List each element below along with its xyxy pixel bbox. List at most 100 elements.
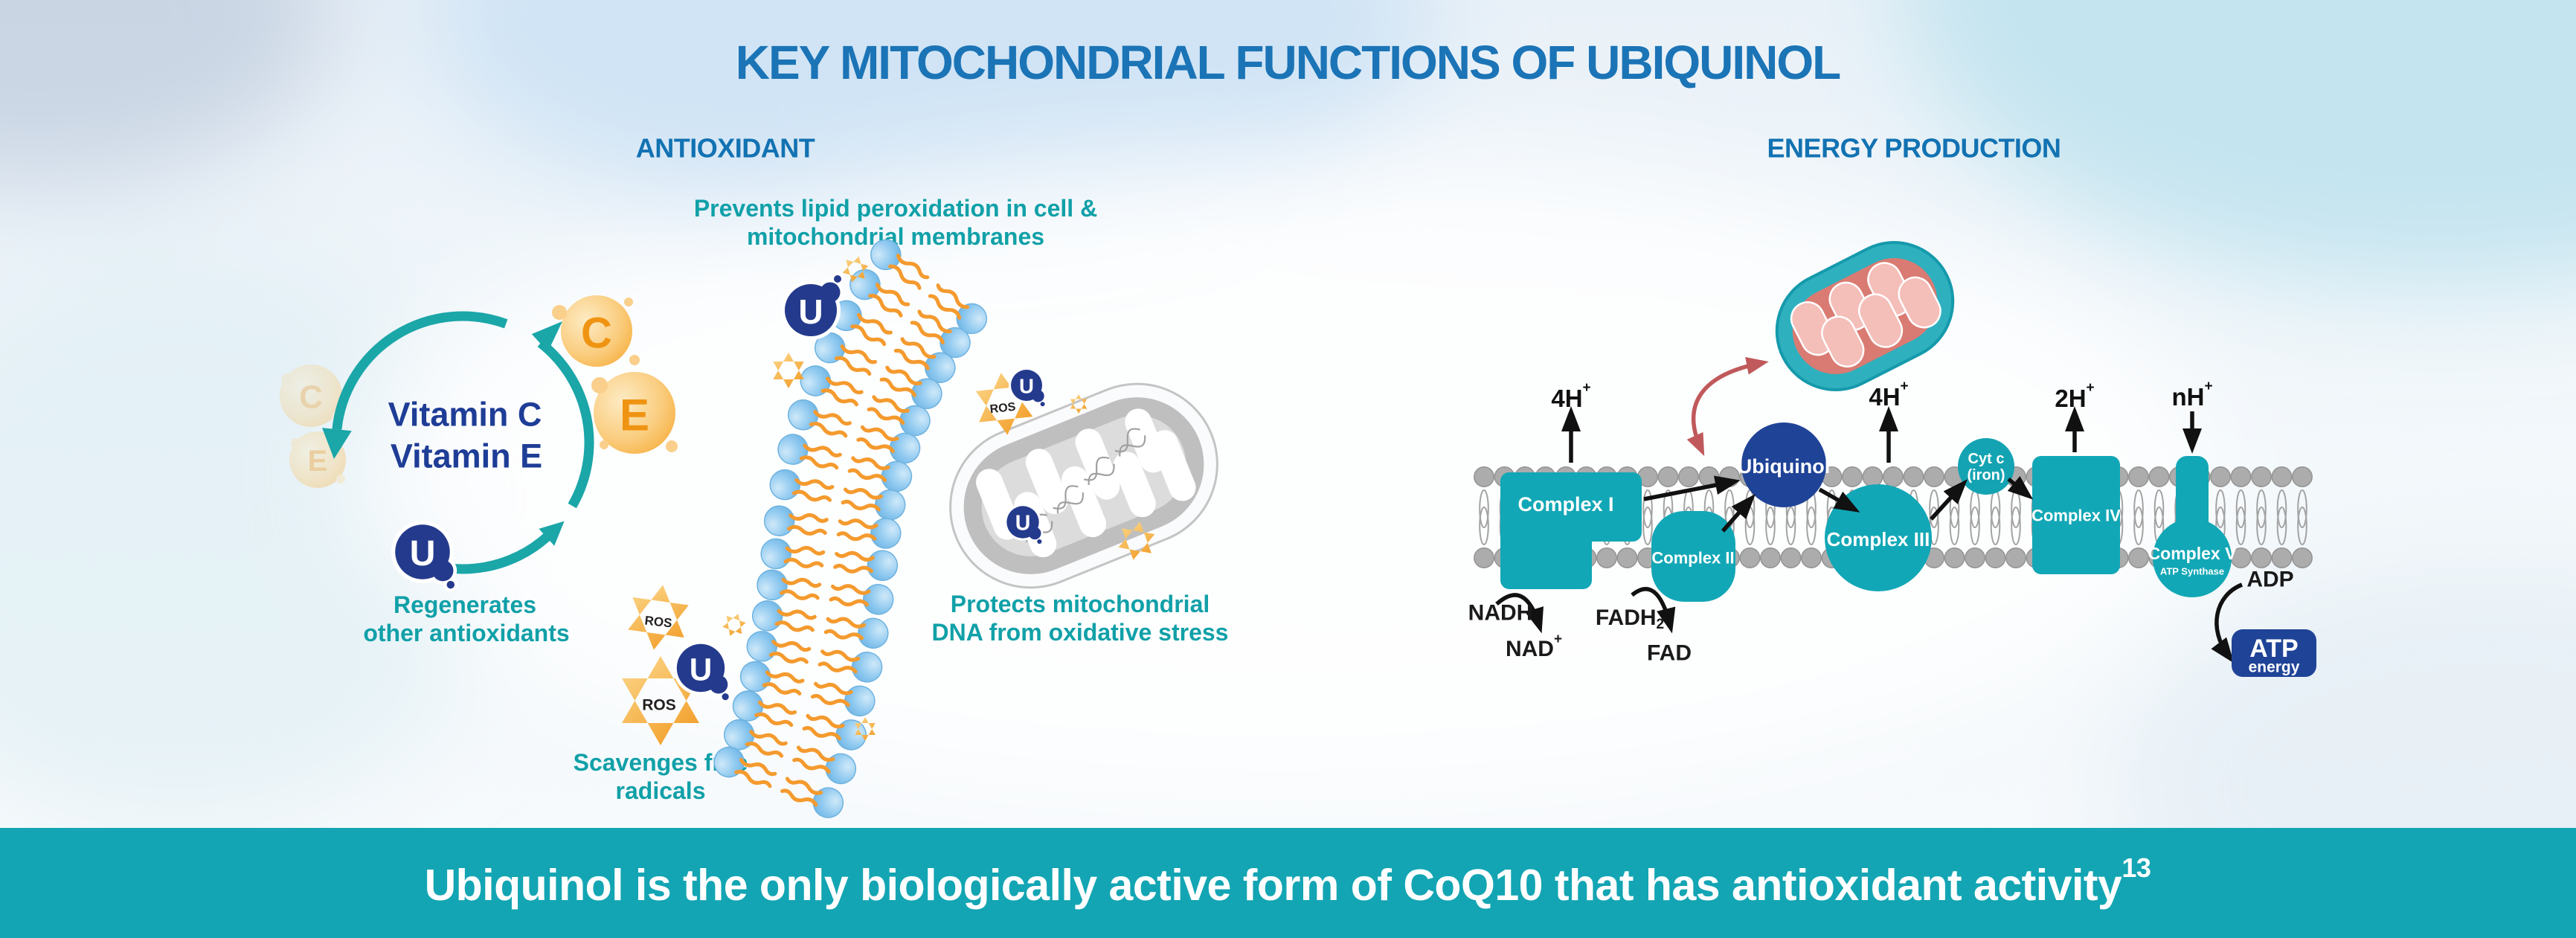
- lipid-head-icon: [2271, 466, 2293, 487]
- lipid-tail-icon: [1479, 507, 1489, 545]
- lipid-unit-icon: [757, 569, 822, 601]
- lipid-unit-icon: [893, 337, 956, 383]
- lipid-head-icon: [2230, 466, 2252, 487]
- lipid-unit-icon: [732, 690, 797, 727]
- lipid-unit-icon: [713, 746, 777, 788]
- svg-text:C: C: [581, 309, 612, 358]
- caption-prevents-line1: Prevents lipid peroxidation in cell &: [694, 195, 1097, 222]
- svg-text:E: E: [308, 445, 328, 478]
- lipid-unit-icon: [810, 681, 876, 717]
- caption-regenerates-line1: Regenerates: [394, 591, 536, 618]
- lipid-head-icon: [1883, 466, 1904, 487]
- section-heading-antioxidant: ANTIOXIDANT: [636, 133, 815, 164]
- lipid-unit-icon: [833, 550, 899, 582]
- complex-4-label: Complex IV: [2031, 507, 2121, 525]
- cycle-arrowheads-icon: [322, 321, 565, 546]
- lipid-unit-icon: [814, 332, 878, 376]
- lipid-head-icon: [1596, 547, 1617, 568]
- lipid-tail-icon: [1479, 489, 1489, 528]
- ubiquinol-letter: U: [798, 292, 823, 331]
- vitamin-e-label: Vitamin E: [391, 437, 542, 475]
- lipid-unit-icon: [787, 399, 852, 438]
- lipid-head-icon: [2128, 466, 2149, 487]
- lipid-head-icon: [1657, 466, 1679, 487]
- adp-label: ADP: [2246, 568, 2293, 592]
- caption-scavenges-line2: radicals: [616, 777, 706, 804]
- lipid-tail-icon: [2256, 489, 2267, 528]
- footer-banner: Ubiquinol is the only biologically activ…: [0, 828, 2576, 938]
- lipid-tail-icon: [2276, 507, 2287, 545]
- lipid-unit-icon: [763, 505, 829, 536]
- nad-label: NAD+: [1506, 632, 1562, 661]
- vitamin-c-bubble: C: [552, 295, 640, 367]
- lipid-head-icon: [1842, 466, 1863, 487]
- lipid-head-icon: [1985, 547, 2006, 568]
- ubiquinol-letter: U: [1015, 511, 1031, 535]
- complex-4-shape: [2032, 456, 2120, 574]
- ubiquinol-logo-icon: U: [1009, 367, 1047, 408]
- lipid-unit-icon: [836, 518, 902, 549]
- atp-energy-badge: ATP energy: [2232, 629, 2316, 677]
- zoom-link-arrow-icon: [1686, 357, 1769, 457]
- lipid-tail-icon: [1642, 489, 1653, 528]
- proton-label-4h-complex3: 4H+: [1869, 379, 1908, 411]
- lipid-unit-icon: [818, 649, 883, 683]
- svg-text:E: E: [620, 391, 649, 440]
- lipid-head-icon: [2271, 547, 2293, 568]
- nadh-label: NADH: [1468, 601, 1533, 626]
- lipid-head-icon: [2148, 466, 2170, 487]
- lipid-unit-icon: [867, 395, 931, 437]
- lipid-unit-icon: [777, 434, 842, 470]
- ubiquinol-label: Ubiquinol: [1738, 455, 1830, 478]
- ubiquinol-letter: U: [1019, 375, 1034, 398]
- cytochrome-c-node: [1958, 438, 2014, 495]
- lipid-head-icon: [1474, 547, 1494, 568]
- lipid-unit-icon: [780, 777, 844, 818]
- caption-protects-line1: Protects mitochondrial: [951, 591, 1210, 617]
- lipid-head-icon: [1965, 547, 1985, 568]
- lipid-head-icon: [2251, 466, 2272, 487]
- lipid-unit-icon: [792, 745, 857, 785]
- cytc-label-line2: (iron): [1967, 467, 2005, 484]
- lipid-unit-icon: [823, 617, 889, 649]
- fadh2-label: FADH2: [1596, 605, 1664, 632]
- lipid-tail-icon: [2235, 489, 2246, 528]
- atp-synthase-label: ATP Synthase: [2160, 566, 2224, 577]
- complex-1-shape: [1500, 472, 1642, 589]
- atp-label: ATP: [2249, 635, 2298, 663]
- lipid-unit-icon: [829, 584, 894, 615]
- ros-label: ROS: [989, 401, 1017, 417]
- vitamin-e-bubble: E: [591, 372, 678, 454]
- complex-2-label: Complex II: [1651, 549, 1734, 568]
- lipid-tail-icon: [1765, 507, 1776, 545]
- lipid-head-icon: [2251, 547, 2272, 568]
- ubiquinol-logo-icon: U: [391, 521, 458, 592]
- complex-5-stalk: [2176, 456, 2209, 538]
- complex-5-label: Complex V: [2148, 544, 2238, 563]
- lipid-head-icon: [1780, 547, 1802, 568]
- lipid-head-icon: [1616, 547, 1638, 568]
- lipid-head-icon: [2292, 466, 2313, 487]
- ubiquinol-badges-layer: U U U U U: [391, 272, 1047, 703]
- lipid-tail-icon: [2011, 507, 2021, 545]
- caption-regenerates-line2: other antioxidants: [363, 620, 569, 646]
- page-title: KEY MITOCHONDRIAL FUNCTIONS OF UBIQUINOL: [736, 36, 1840, 89]
- lipid-bilayer-illustration: [713, 239, 988, 818]
- atp-energy-label: energy: [2249, 659, 2300, 676]
- cristae-icon: [1790, 262, 1941, 368]
- fad-label: FAD: [1647, 641, 1692, 666]
- lipid-tail-icon: [2256, 507, 2267, 545]
- lipid-unit-icon: [910, 309, 971, 359]
- proton-label-4h-complex1: 4H+: [1551, 380, 1590, 412]
- lipid-tail-icon: [1806, 507, 1817, 545]
- lipid-tail-icon: [1785, 507, 1796, 545]
- ros-label: ROS: [644, 614, 673, 631]
- lipid-head-icon: [2210, 466, 2231, 487]
- ubiquinol-letter: U: [690, 652, 713, 687]
- lipid-unit-icon: [800, 365, 864, 407]
- lipid-unit-icon: [760, 538, 826, 570]
- lipid-tail-icon: [2215, 489, 2226, 528]
- lipid-head-icon: [1903, 466, 1924, 487]
- complex-5-shape: [2153, 518, 2232, 597]
- lipid-tail-icon: [2133, 507, 2144, 545]
